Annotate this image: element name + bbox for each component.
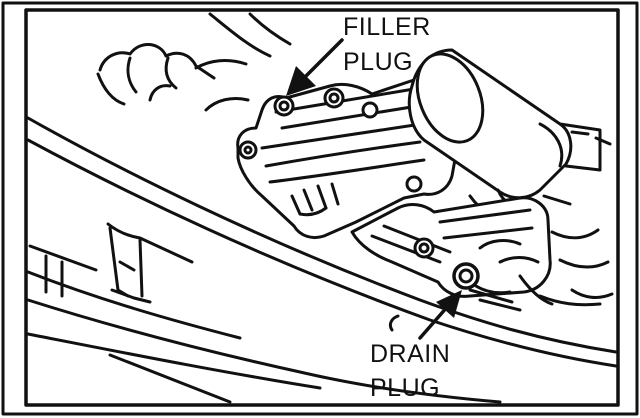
frame-rails: [26, 116, 618, 404]
drain-plug-label-line1: DRAIN: [370, 340, 450, 368]
drain-plug-arrow: [418, 290, 462, 340]
upper-linkage: [96, 12, 292, 112]
filler-plug-label-line1: FILLER: [343, 13, 431, 41]
right-details: [388, 194, 614, 332]
filler-plug-label-line2: PLUG: [343, 48, 413, 76]
crossmember: [28, 222, 194, 304]
filler-plug-arrow: [286, 38, 344, 96]
lower-pan: [350, 196, 602, 312]
drain-plug-label-line2: PLUG: [370, 374, 440, 402]
inner-panel-border: [24, 8, 620, 407]
